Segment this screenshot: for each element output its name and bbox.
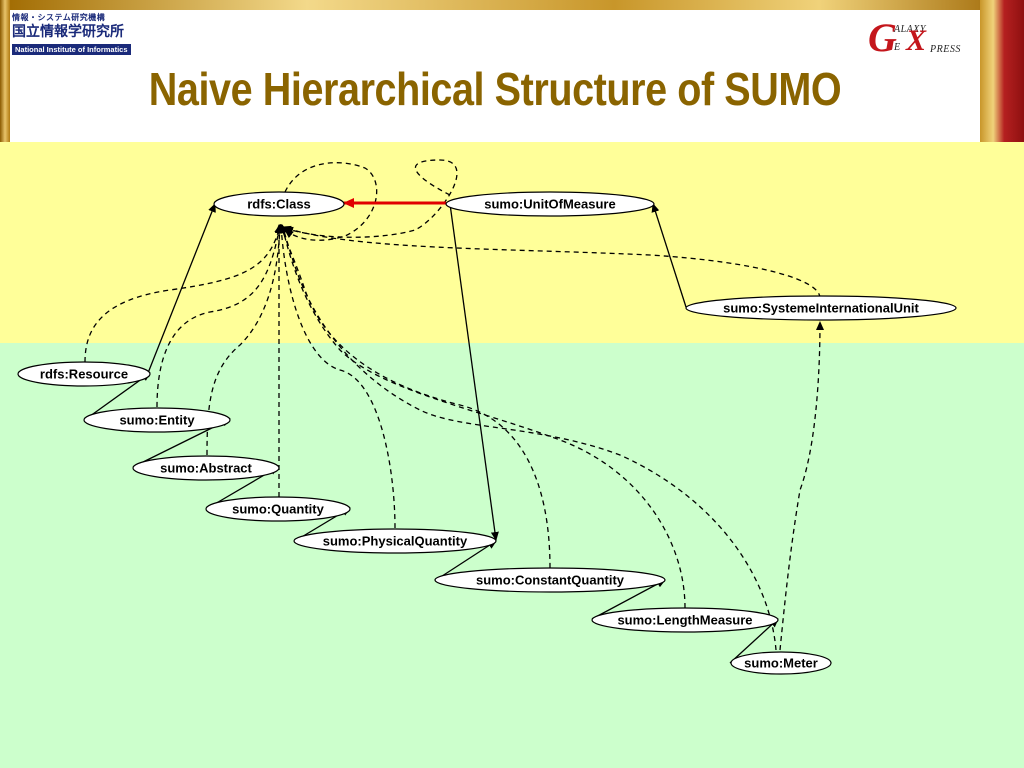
edge-meter-to-si-unit [779,321,824,651]
edge-constantquantity-to-class [279,224,551,569]
gx-logo-alaxy: ALAXY [894,24,926,35]
node-label-sumo-unitofmeasure: sumo:UnitOfMeasure [484,197,615,212]
edge-physicalquantity-to-class [277,224,396,529]
node-label-sumo-entity: sumo:Entity [119,413,195,428]
node-sumo-systemeinternationalunit: sumo:SystemeInternationalUnit [685,295,957,321]
gold-right-border [980,0,1024,142]
node-label-rdfs-resource: rdfs:Resource [40,367,128,382]
nii-logo: 情報・システム研究機構 国立情報学研究所 National Institute … [12,12,150,57]
gx-logo-press: PRESS [930,44,961,55]
node-label-sumo-systemeinternationalunit: sumo:SystemeInternationalUnit [723,301,919,316]
edge-lengthmeasure-to-constantquantity [591,579,666,620]
gold-top-border [0,0,1024,10]
nii-logo-line2: 国立情報学研究所 [12,23,124,39]
node-sumo-lengthmeasure: sumo:LengthMeasure [591,607,779,633]
node-rdfs-resource: rdfs:Resource [17,361,151,387]
node-label-sumo-quantity: sumo:Quantity [232,502,324,517]
edge-unitofmeasure-to-class [284,159,458,238]
nii-logo-line3: National Institute of Informatics [12,44,131,55]
edge-meter-to-class [280,224,777,651]
node-label-sumo-meter: sumo:Meter [744,656,818,671]
edge-meter-to-lengthmeasure [729,618,779,664]
edge-si-unit-to-unitofmeasure [651,203,687,308]
edge-resource-to-class-sub [147,203,216,374]
node-label-sumo-physicalquantity: sumo:PhysicalQuantity [323,534,468,549]
node-label-sumo-lengthmeasure: sumo:LengthMeasure [617,613,752,628]
node-label-rdfs-class: rdfs:Class [247,197,311,212]
edge-abstract-to-class [206,224,284,456]
slide-title: Naive Hierarchical Structure of SUMO [148,63,842,115]
gx-logo-g: G [868,15,897,60]
node-sumo-entity: sumo:Entity [83,407,231,433]
gx-logo-e: E [894,42,901,53]
nii-logo-line1: 情報・システム研究機構 [12,13,106,22]
gx-logo-x: X [906,24,927,57]
node-sumo-constantquantity: sumo:ConstantQuantity [434,567,666,593]
node-sumo-physicalquantity: sumo:PhysicalQuantity [293,528,497,554]
instance-of-edges [84,159,824,651]
edge-si-unit-to-class [282,225,821,299]
gold-left-border [0,0,10,142]
edge-physicalquantity-to-unitofmeasure [449,203,499,541]
node-label-sumo-constantquantity: sumo:ConstantQuantity [476,573,625,588]
node-sumo-abstract: sumo:Abstract [132,455,280,481]
edge-constantquantity-to-physicalquantity [435,540,497,581]
slide-header: 情報・システム研究機構 国立情報学研究所 National Institute … [10,10,980,142]
edge-resource-to-class [84,224,283,363]
subclass-edges [85,203,779,664]
node-sumo-quantity: sumo:Quantity [205,496,351,522]
galaxy-express-logo: G ALAXY E X PRESS [868,18,980,62]
node-rdfs-class: rdfs:Class [213,191,345,217]
node-label-sumo-abstract: sumo:Abstract [160,461,252,476]
node-sumo-meter: sumo:Meter [730,651,832,675]
edge-entity-to-class [156,224,283,408]
edge-class-self-loop [284,162,378,241]
node-sumo-unitofmeasure: sumo:UnitOfMeasure [445,191,655,217]
